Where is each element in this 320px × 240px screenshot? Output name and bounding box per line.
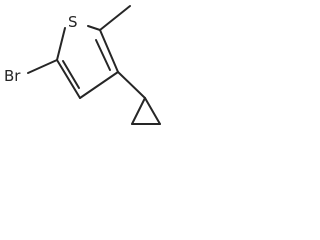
cyclopropyl-bond-top-left — [131, 97, 146, 125]
bond-ring-to-cyclopropyl — [117, 71, 146, 99]
bond-c3-c4 — [79, 71, 119, 99]
sulfur-atom-label: S — [68, 13, 78, 31]
bond-c4-c5 — [56, 59, 81, 99]
bromine-atom-label: Br — [4, 67, 21, 85]
bond-c4-c5-inner — [62, 60, 80, 89]
bond-c2-c3 — [99, 29, 119, 73]
bond-c-br — [27, 59, 58, 74]
chemical-structure: S Br — [4, 5, 161, 125]
bond-c5-s — [56, 27, 66, 61]
cyclopropyl-bond-top-right — [144, 97, 161, 125]
bond-s-c2 — [87, 25, 101, 31]
bond-methyl — [99, 5, 131, 31]
bond-c2-c3-inner — [95, 39, 111, 71]
